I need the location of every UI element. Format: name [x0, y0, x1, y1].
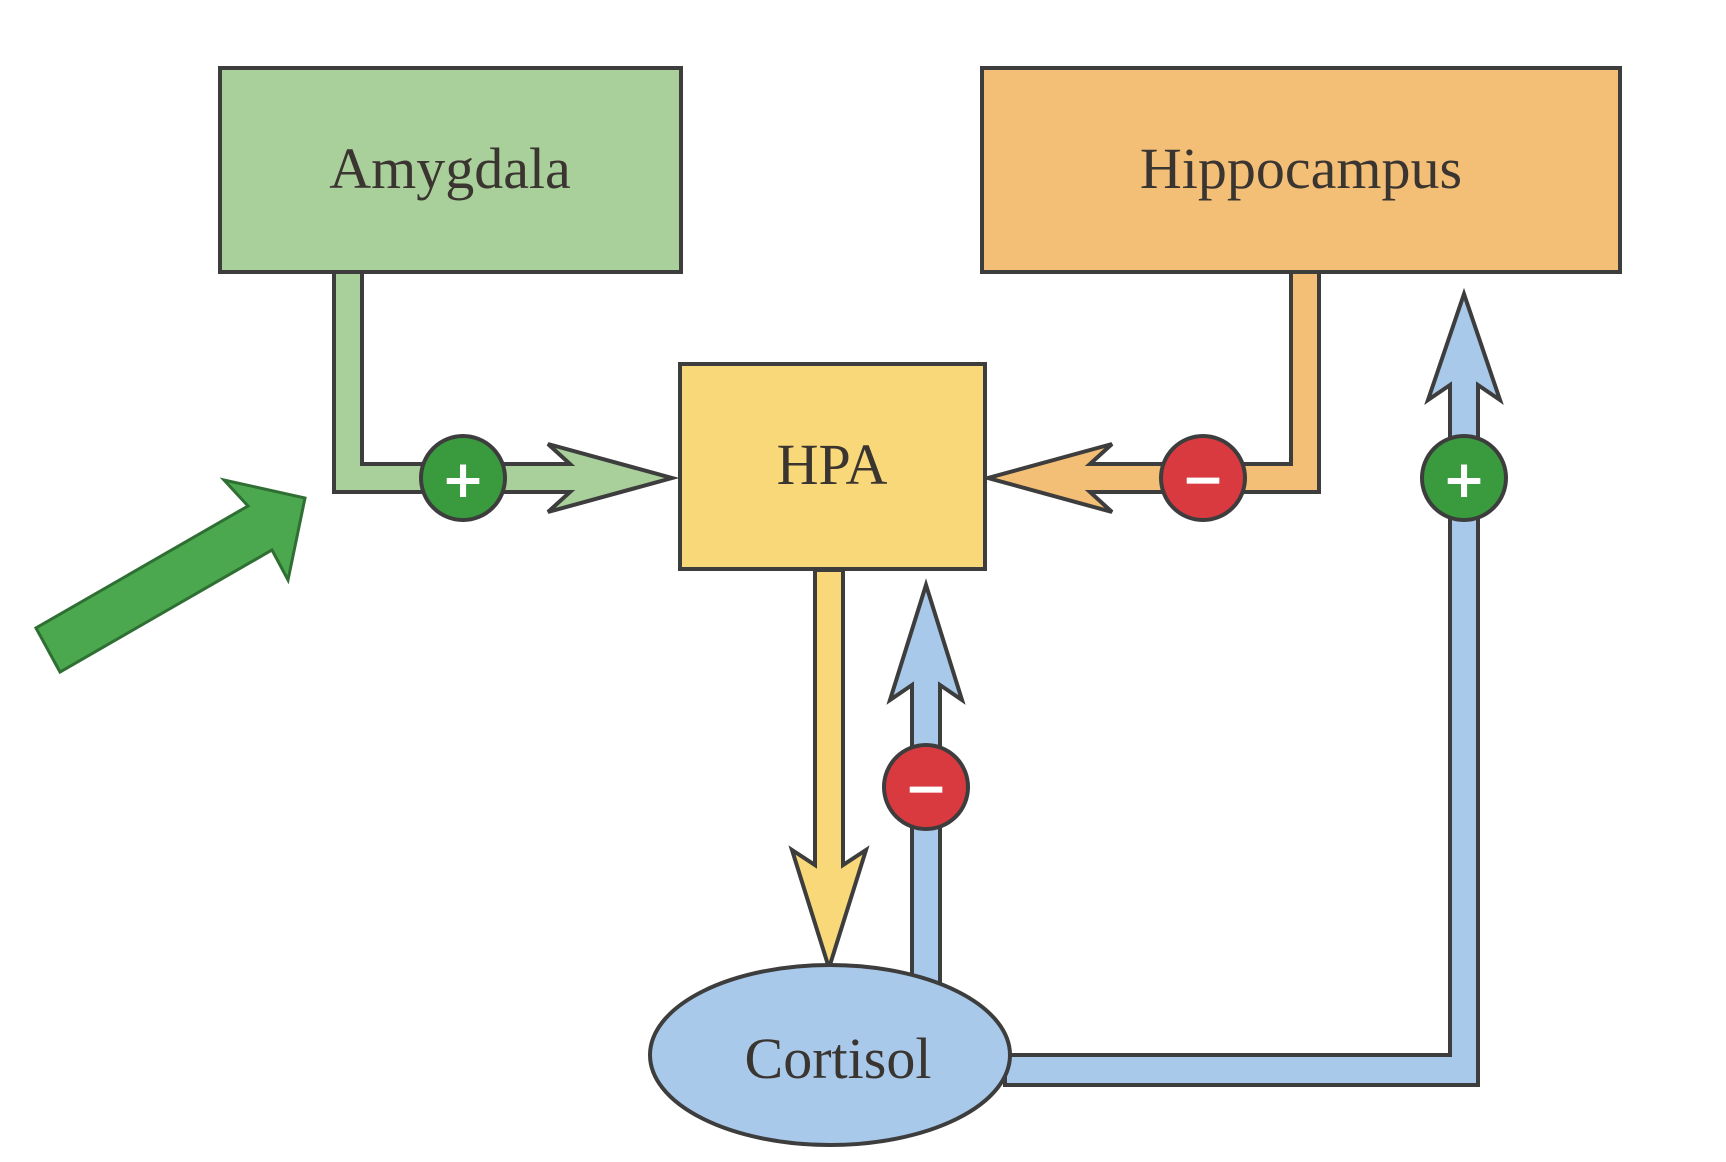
positive-sign-text: +	[1442, 450, 1486, 510]
path-hippocampus-to-hpa	[980, 270, 1321, 514]
node-cortisol: Cortisol	[648, 963, 1012, 1147]
path-cortisol-to-hippocampus	[1003, 287, 1504, 1087]
hpa-box	[678, 362, 987, 571]
sign-hippocampus-hpa: −	[1159, 434, 1247, 522]
sign-cortisol-hippocampus: +	[1420, 434, 1508, 522]
cortisol-label: Cortisol	[745, 1026, 932, 1091]
hpa-label: HPA	[777, 432, 888, 497]
positive-sign-text: +	[441, 450, 485, 510]
cortisol-ellipse	[648, 963, 1012, 1147]
node-hpa: HPA	[678, 362, 987, 571]
sign-cortisol-hpa: −	[882, 743, 970, 831]
pointer-arrow-icon	[33, 477, 307, 675]
hippocampus-box	[980, 66, 1622, 274]
amygdala-label: Amygdala	[329, 136, 571, 201]
sign-amygdala-hpa: +	[419, 434, 507, 522]
negative-sign-circle	[1159, 434, 1247, 522]
positive-sign-circle	[1420, 434, 1508, 522]
negative-sign-circle	[882, 743, 970, 831]
positive-sign-circle	[419, 434, 507, 522]
amygdala-box	[218, 66, 683, 274]
negative-sign-text: −	[904, 759, 948, 819]
node-hippocampus: Hippocampus	[980, 66, 1622, 274]
path-hpa-to-cortisol	[788, 568, 870, 975]
hippocampus-label: Hippocampus	[1140, 136, 1462, 201]
node-amygdala: Amygdala	[218, 66, 683, 274]
negative-sign-text: −	[1181, 450, 1225, 510]
